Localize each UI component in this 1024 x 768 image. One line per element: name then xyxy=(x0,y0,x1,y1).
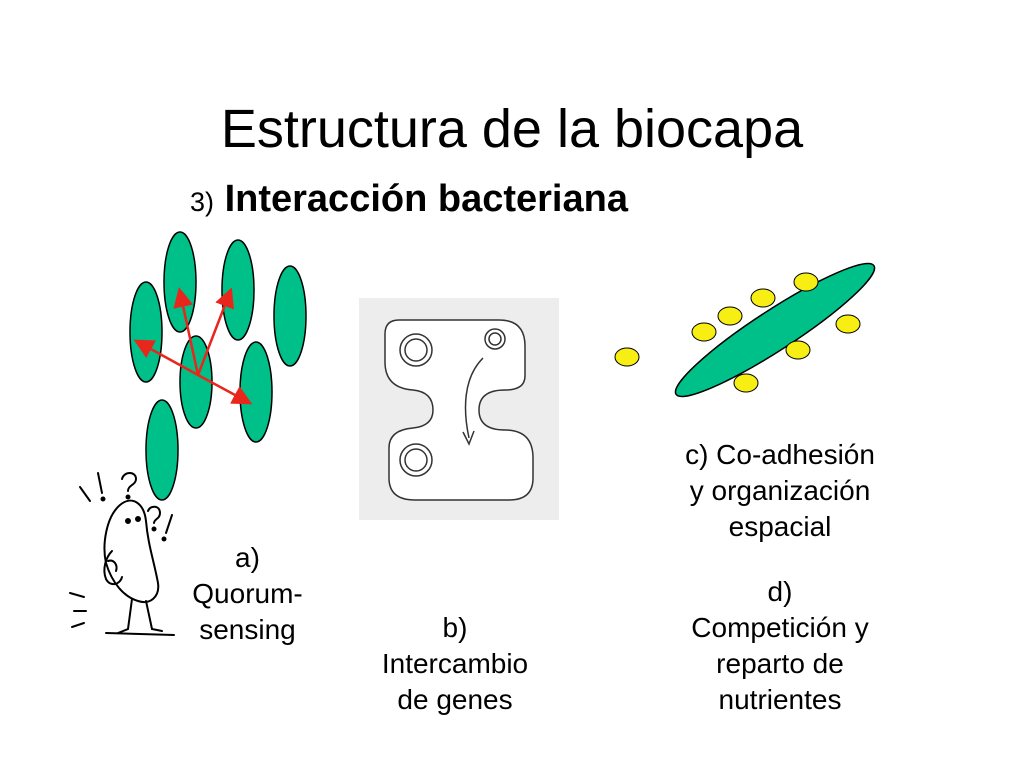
rod-bacterium xyxy=(674,262,876,398)
label-competition: d) Competición y reparto de nutrientes xyxy=(691,576,869,715)
rod-cell-3 xyxy=(273,265,307,367)
subtitle-number: 3) xyxy=(190,187,215,217)
label-quorum-sensing: a) Quorum- sensing xyxy=(192,542,303,645)
label-gene-exchange: b) Intercambio de genes xyxy=(381,612,529,715)
coccus-7 xyxy=(733,373,759,393)
transfer-arrow xyxy=(464,357,484,439)
bacteria-cluster xyxy=(129,231,307,501)
coccus-2 xyxy=(750,288,776,308)
subtitle-text: Interacción bacteriana xyxy=(224,178,628,220)
signal-arrows xyxy=(133,287,253,405)
coccus-4 xyxy=(691,322,717,342)
coccus-1 xyxy=(793,272,819,292)
plasmid-large-bottom xyxy=(399,443,433,477)
page-subtitle: 3) Interacción bacteriana xyxy=(190,176,628,225)
rod-cell-5 xyxy=(179,335,213,429)
rod-cell-4 xyxy=(129,281,163,383)
plasmid-large-top xyxy=(399,333,433,367)
signal-arrow-1 xyxy=(173,287,200,376)
coccus-8 xyxy=(614,347,640,367)
signal-arrow-3 xyxy=(133,339,199,377)
coccus-6 xyxy=(785,340,811,360)
rod-cell-1 xyxy=(163,231,197,333)
gene-exchange-diagram xyxy=(359,298,559,520)
coccus-3 xyxy=(717,306,743,326)
coccus-5 xyxy=(835,314,861,334)
rod-cell-6 xyxy=(239,341,273,443)
label-co-adhesion: c) Co-adhesión y organización espacial xyxy=(685,439,875,542)
confused-cartoon-figure-icon xyxy=(69,472,175,636)
signal-arrow-4 xyxy=(197,373,253,405)
plasmid-small xyxy=(484,328,506,350)
rod-cell-2 xyxy=(221,239,255,341)
signal-arrow-2 xyxy=(196,287,234,376)
cocci-group xyxy=(614,272,861,393)
page-title: Estructura de la biocapa xyxy=(220,99,804,159)
